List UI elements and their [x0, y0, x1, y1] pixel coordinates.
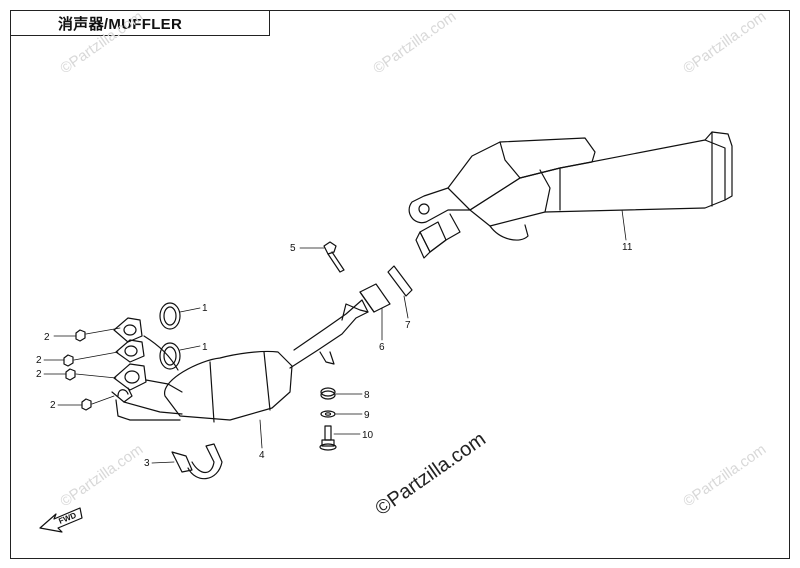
title-box [10, 10, 270, 36]
callout-3: 3 [144, 458, 150, 469]
catalytic-converter [164, 299, 369, 423]
fwd-arrow-icon [39, 507, 83, 533]
callout-11: 11 [622, 242, 633, 253]
callout-8: 8 [364, 390, 370, 401]
joint-sleeve [359, 283, 391, 313]
header-pipe [111, 317, 183, 421]
callout-6: 6 [379, 342, 385, 353]
gasket-ring [159, 302, 181, 370]
hanger-hardware [319, 387, 337, 451]
callout-2: 2 [36, 369, 42, 380]
callout-1: 1 [202, 303, 208, 314]
bolt [323, 241, 345, 273]
callout-2: 2 [44, 332, 50, 343]
diagram-frame [10, 10, 790, 559]
callout-2: 2 [36, 355, 42, 366]
page-title: 消声器/MUFFLER [58, 16, 183, 33]
oxygen-sensor [171, 443, 223, 480]
leader-lines [43, 209, 627, 464]
callout-10: 10 [362, 430, 374, 441]
callout-5: 5 [290, 243, 296, 254]
flange-nut [63, 329, 92, 411]
callout-2: 2 [50, 400, 56, 411]
callout-9: 9 [364, 410, 370, 421]
callout-4: 4 [259, 450, 265, 461]
callout-1: 1 [202, 342, 208, 353]
seal-gasket [387, 265, 413, 297]
muffler-body [408, 131, 733, 259]
callout-7: 7 [405, 320, 411, 331]
